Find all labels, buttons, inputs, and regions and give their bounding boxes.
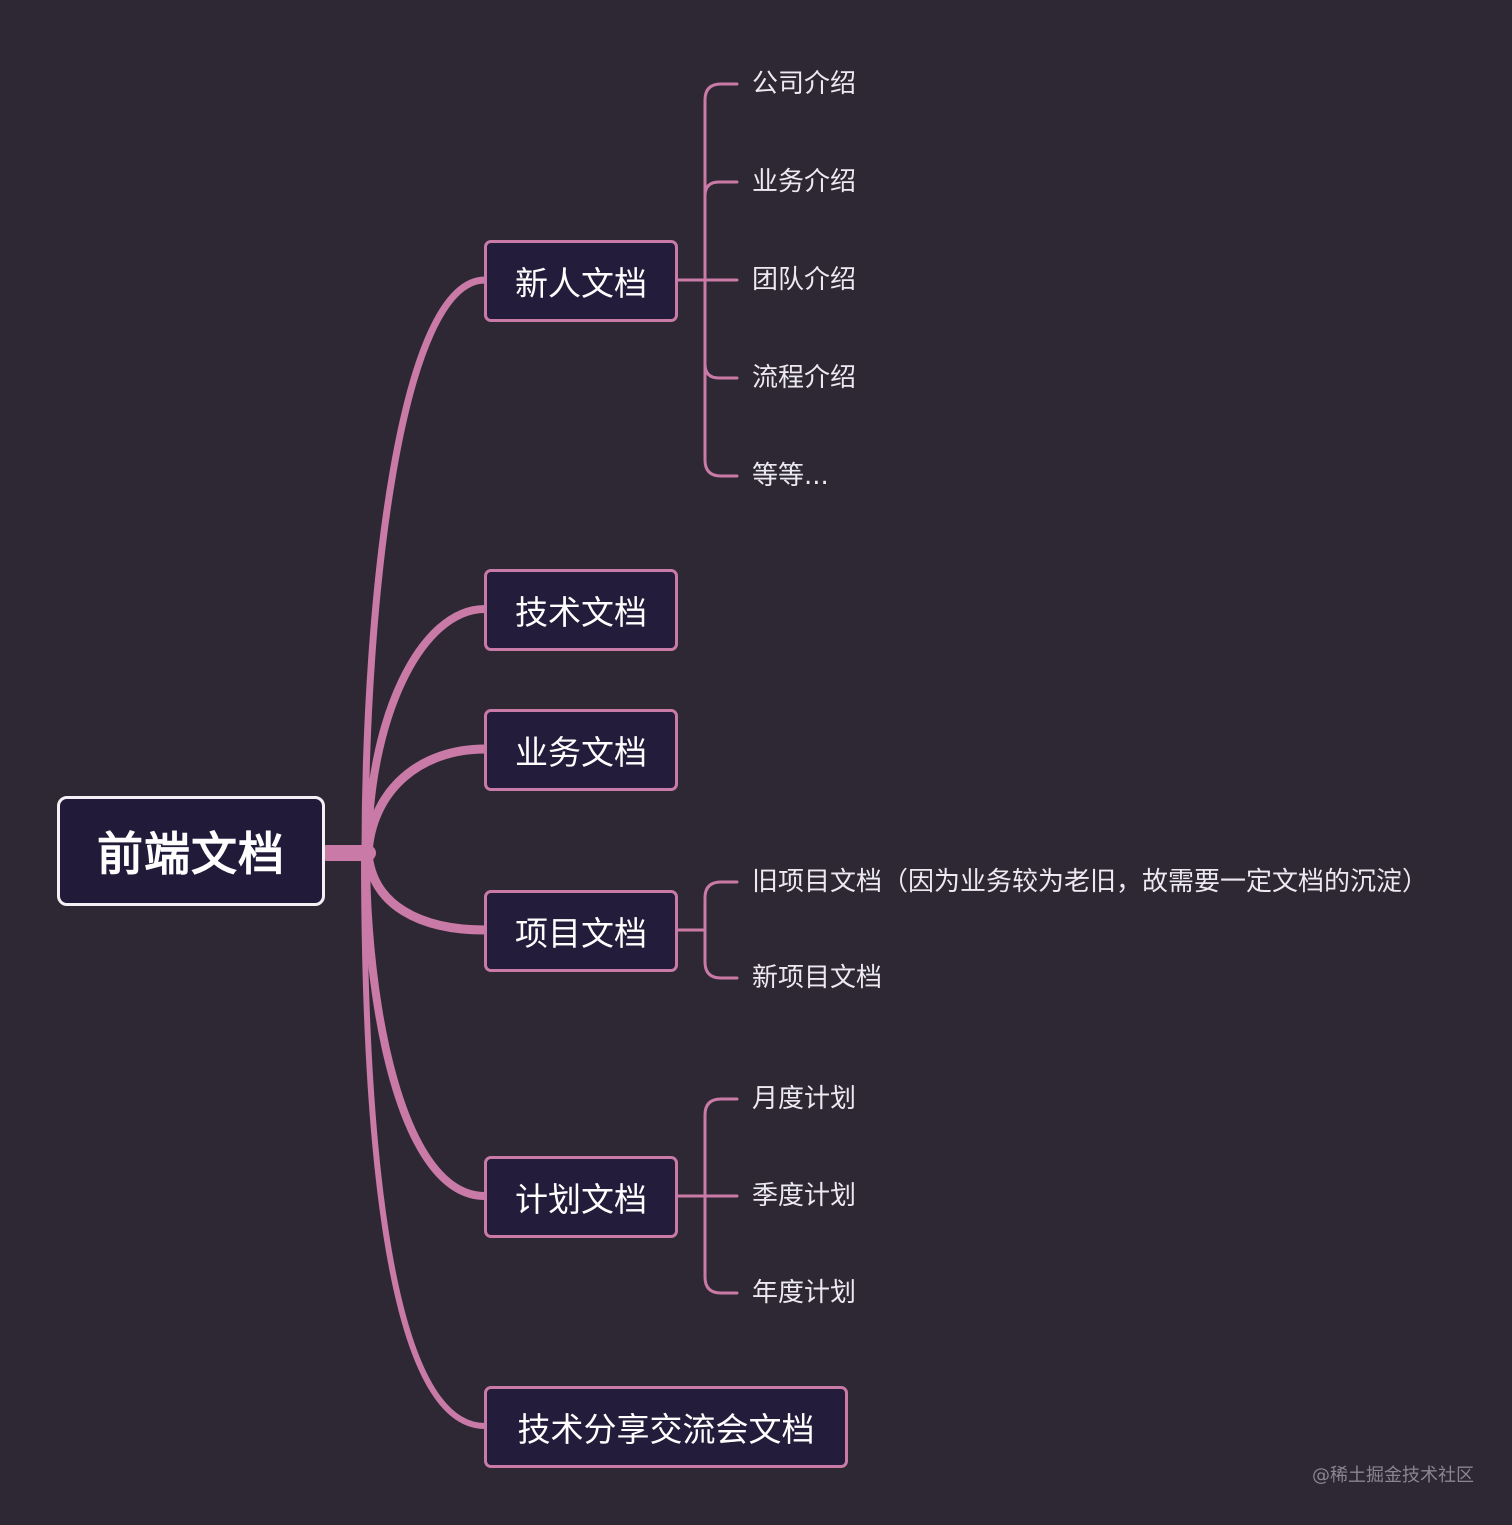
connector-branch-2	[364, 605, 489, 857]
leaf-new-project-docs[interactable]: 新项目文档	[752, 963, 883, 993]
leaf-monthly-plan[interactable]: 月度计划	[752, 1084, 857, 1114]
bracket-plan	[676, 1097, 739, 1295]
leaf-process-intro[interactable]: 流程介绍	[752, 363, 857, 393]
leaf-old-project-docs[interactable]: 旧项目文档（因为业务较为老旧，故需要一定文档的沉淀）	[752, 867, 1429, 897]
branch-node-project-docs[interactable]: 项目文档	[484, 890, 678, 972]
connector-branch-4	[363, 848, 490, 935]
branch-node-newcomer-docs[interactable]: 新人文档	[484, 240, 678, 322]
bracket-newcomer	[676, 82, 739, 478]
connector-branch-1	[361, 276, 489, 857]
branch-node-tech-sharing-docs[interactable]: 技术分享交流会文档	[484, 1386, 848, 1468]
connector-branch-6	[361, 850, 488, 1429]
branch-node-plan-docs[interactable]: 计划文档	[484, 1156, 678, 1238]
leaf-yearly-plan[interactable]: 年度计划	[752, 1278, 857, 1308]
watermark-text: @稀土掘金技术社区	[1312, 1465, 1474, 1486]
connector-branch-3	[363, 744, 490, 858]
bracket-project	[676, 880, 739, 980]
leaf-business-intro[interactable]: 业务介绍	[752, 167, 857, 197]
leaf-etc[interactable]: 等等...	[752, 461, 829, 491]
leaf-company-intro[interactable]: 公司介绍	[752, 69, 857, 99]
root-node[interactable]: 前端文档	[57, 796, 325, 906]
branch-node-business-docs[interactable]: 业务文档	[484, 709, 678, 791]
leaf-quarterly-plan[interactable]: 季度计划	[752, 1181, 857, 1211]
leaf-team-intro[interactable]: 团队介绍	[752, 265, 857, 295]
branch-node-tech-docs[interactable]: 技术文档	[484, 569, 678, 651]
connector-branch-5	[362, 849, 489, 1200]
